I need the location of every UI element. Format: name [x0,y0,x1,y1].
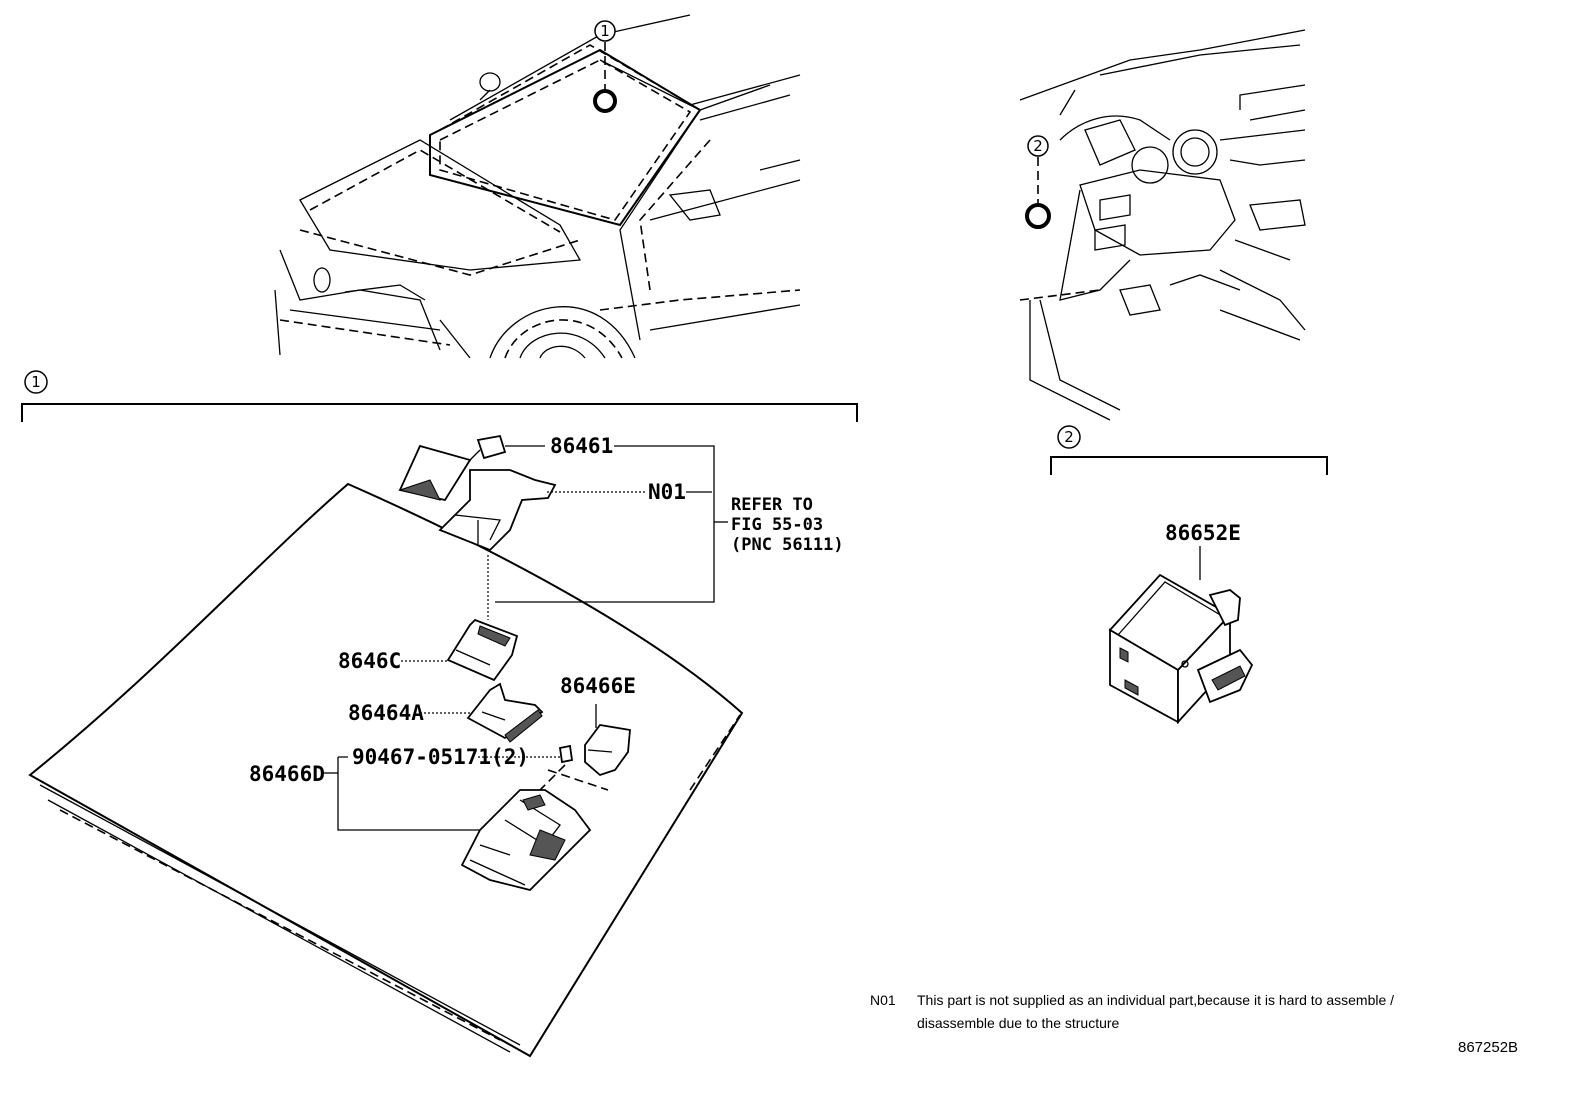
label-86652e: 86652E [1165,521,1241,545]
label-refer-line1: REFER TO [731,495,813,515]
part-86464A [466,682,544,743]
part-86461-assembly [398,434,557,620]
label-refer-line2: FIG 55-03 [731,515,823,535]
note-line1: This part is not supplied as an individu… [917,992,1395,1008]
label-90467: 90467-05171(2) [352,745,529,769]
section-1-bracket: 1 [21,370,858,422]
vehicle-exterior-illustration [274,14,801,359]
part-86466D [460,789,592,891]
part-8646C [446,618,519,682]
svg-text:2: 2 [1064,428,1074,446]
label-86464a: 86464A [348,701,424,725]
windshield-glass [28,482,744,1058]
part-86466E [539,704,631,791]
label-8646c: 8646C [338,649,401,673]
label-86466e: 86466E [560,674,636,698]
callout-1-top: 1 [594,20,616,42]
part-86652E-module [1108,573,1254,725]
vehicle-interior-illustration [1019,29,1306,421]
label-refer-line3: (PNC 56111) [731,535,844,555]
label-86466d: 86466D [249,762,325,786]
svg-text:1: 1 [31,373,41,391]
section-2-bracket: 2 [1050,425,1328,475]
callout-2-top: 2 [1027,135,1049,157]
note-code: N01 [870,992,896,1008]
leader-lines-section-1 [322,445,728,831]
note-line2: disassemble due to the structure [917,1015,1120,1031]
label-n01: N01 [648,480,686,504]
figure-id: 867252B [1458,1039,1519,1056]
svg-text:1: 1 [600,22,610,40]
label-86461: 86461 [550,434,613,458]
labels-section-1: 86461 N01 REFER TO FIG 55-03 (PNC 56111)… [249,434,844,786]
svg-text:2: 2 [1033,137,1043,155]
